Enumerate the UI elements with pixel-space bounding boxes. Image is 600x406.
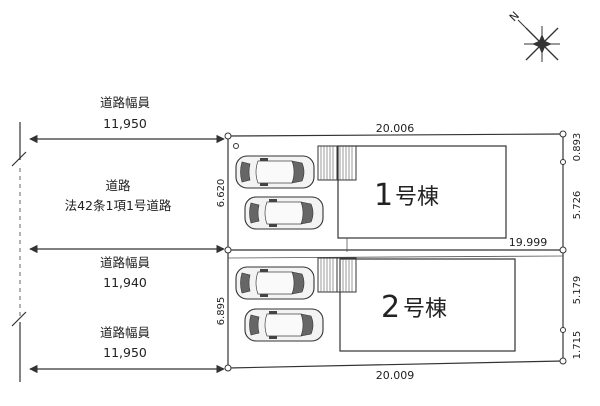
lot-1-number: 1 [374,178,393,213]
lot-1-suffix: 号棟 [395,185,439,210]
road-width-label-bottom: 道路幅員 [100,325,151,340]
dim-right-lot-2-b: 1.715 [572,331,583,360]
property-boundary [224,130,567,372]
building-lot-1 [337,145,507,239]
car-3 [235,266,315,300]
dim-right-top: 0.893 [572,133,583,162]
road-width-value-bottom: 11,950 [103,345,147,360]
road-classification: 法42条1項1号道路 [65,198,172,213]
dim-top: 20.006 [376,122,415,135]
road-name: 道路 [105,178,131,193]
road-edge [11,122,27,382]
road-width-value-middle: 11,940 [103,275,147,290]
car-4 [244,308,324,342]
dim-middle: 19.999 [509,236,548,249]
dim-right-lot-1: 5.726 [572,191,583,220]
lot-2-number: 2 [381,290,400,325]
dim-left-lot-1: 6.620 [216,179,227,208]
road-width-label-middle: 道路幅員 [100,255,151,270]
road-width-label-top: 道路幅員 [100,95,151,110]
north-compass-icon [517,19,560,62]
road-width-value-top: 11,950 [103,116,147,131]
building-lot-2 [339,258,516,352]
car-2 [244,196,324,230]
car-1 [235,155,315,189]
dim-left-lot-2: 6.895 [216,297,227,326]
dim-right-lot-2-a: 5.179 [572,276,583,305]
lot-2-suffix: 号棟 [403,297,447,322]
dim-bottom: 20.009 [376,369,415,382]
